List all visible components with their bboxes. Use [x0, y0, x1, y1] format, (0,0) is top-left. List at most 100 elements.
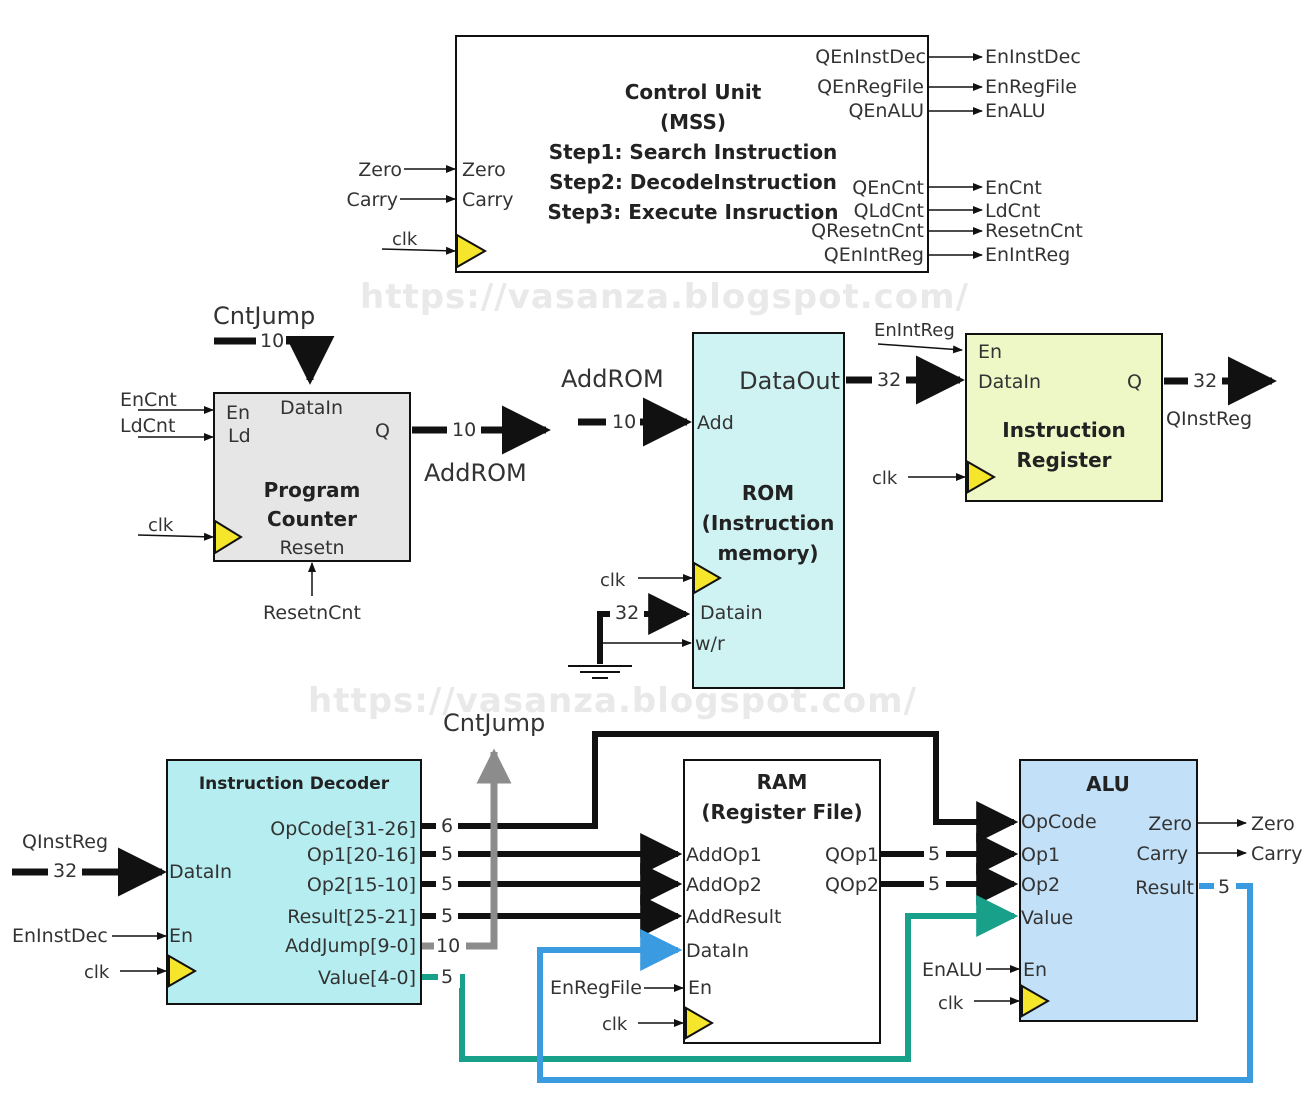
pc-sig-addrom: AddROM: [424, 459, 527, 487]
ram-width-qop1: 5: [928, 843, 940, 865]
rom-port-dataout: DataOut: [739, 367, 840, 395]
alu-in-en: En: [1023, 959, 1047, 981]
id-out-result: Result[25-21]: [287, 906, 416, 928]
alu-block: ALU OpCode Op1 Op2 Value En Zero Carry R…: [922, 759, 1302, 1022]
ram-sig-clk: clk: [602, 1014, 628, 1035]
id-sig-eninstdec: EnInstDec: [12, 925, 108, 947]
cu-port-qldcnt: QLdCnt: [854, 200, 924, 222]
rom-port-datain: Datain: [700, 602, 763, 624]
alu-sig-zero: Zero: [1251, 813, 1295, 835]
ram-in-addresult: AddResult: [686, 906, 782, 928]
rom-title-3: memory): [717, 541, 818, 565]
pc-width-q: 10: [452, 419, 476, 441]
id-sig-clk: clk: [84, 962, 110, 983]
pc-sig-resetncnt: ResetnCnt: [263, 602, 361, 624]
ram-out-qop2: QOp2: [825, 874, 879, 896]
instruction-decoder-block: Instruction Decoder QInstReg 32 DataIn E…: [12, 759, 422, 1005]
ir-width-q: 32: [1193, 370, 1217, 392]
cu-sig-ldcnt: LdCnt: [985, 200, 1040, 222]
cu-port-qenintreg: QEnIntReg: [824, 244, 924, 266]
pc-port-datain: DataIn: [280, 397, 343, 419]
alu-title: ALU: [1086, 772, 1130, 796]
alu-sig-enalu: EnALU: [922, 959, 983, 981]
ir-port-en: En: [978, 341, 1002, 363]
id-width-op2: 5: [441, 873, 453, 895]
pc-port-en: En: [226, 402, 250, 424]
id-out-opcode: OpCode[31-26]: [270, 818, 416, 840]
cu-port-carry: Carry: [462, 189, 513, 211]
pc-title-1: Program: [264, 478, 361, 502]
alu-sig-clk: clk: [938, 993, 964, 1014]
cu-port-zero: Zero: [462, 159, 506, 181]
rom-sig-addrom: AddROM: [561, 365, 664, 393]
pc-port-resetn: Resetn: [279, 537, 344, 559]
alu-width-result: 5: [1218, 876, 1230, 898]
rom-width-add: 10: [612, 411, 636, 433]
alu-sig-carry: Carry: [1251, 843, 1302, 865]
cu-title-2: (MSS): [660, 110, 726, 134]
ram-in-addop1: AddOp1: [686, 844, 762, 866]
pc-sig-cntjump: CntJump: [213, 302, 315, 330]
alu-out-zero: Zero: [1148, 813, 1192, 835]
cu-port-qenalu: QEnALU: [848, 100, 924, 122]
cu-title-1: Control Unit: [625, 80, 762, 104]
id-width-op1: 5: [441, 843, 453, 865]
id-port-datain: DataIn: [169, 861, 232, 883]
pc-sig-encnt: EnCnt: [120, 389, 177, 411]
ram-title-1: RAM: [757, 770, 808, 794]
cu-sig-carry: Carry: [347, 189, 398, 211]
control-unit-block: Control Unit (MSS) Step1: Search Instruc…: [347, 35, 1083, 273]
id-out-op1: Op1[20-16]: [307, 844, 416, 866]
cu-port-qresetncnt: QResetnCnt: [811, 220, 924, 242]
cu-sig-encnt: EnCnt: [985, 177, 1042, 199]
ir-title-2: Register: [1016, 448, 1111, 472]
ram-block: RAM (Register File) AddOp1 AddOp2 AddRes…: [550, 759, 881, 1044]
ir-clock-icon: [967, 460, 997, 494]
id-sig-cntjump: CntJump: [443, 709, 545, 737]
rom-title-2: (Instruction: [702, 511, 835, 535]
pc-width-datain: 10: [260, 330, 284, 352]
rom-block: AddROM 10 Add DataOut ROM (Instruction m…: [561, 332, 965, 689]
id-width-addjump: 10: [436, 935, 460, 957]
cu-sig-clk: clk: [392, 229, 418, 250]
ir-sig-clk: clk: [872, 468, 898, 489]
cu-step1: Step1: Search Instruction: [549, 140, 838, 164]
ir-port-q: Q: [1127, 371, 1142, 393]
alu-clock-icon: [1021, 984, 1051, 1018]
id-width-result: 5: [441, 905, 453, 927]
alu-in-opcode: OpCode: [1021, 811, 1097, 833]
alu-out-carry: Carry: [1137, 843, 1188, 865]
ram-title-2: (Register File): [701, 800, 862, 824]
cu-step2: Step2: DecodeInstruction: [549, 170, 837, 194]
id-width-opcode: 6: [441, 815, 453, 837]
cu-port-qeninstdec: QEnInstDec: [815, 46, 926, 68]
instruction-register-block: EnIntReg En DataIn Q Instruction Registe…: [872, 320, 1277, 502]
pc-clock-icon: [214, 519, 243, 555]
ir-port-datain: DataIn: [978, 371, 1041, 393]
id-port-en: En: [169, 925, 193, 947]
pc-port-ld: Ld: [228, 425, 251, 447]
pc-sig-clk: clk: [148, 515, 174, 536]
id-sig-qinstreg: QInstReg: [22, 831, 108, 853]
bus-wiring: 6 5 5 5 10 5 5 5 5 CntJump: [422, 709, 1253, 1083]
ram-sig-enregfile: EnRegFile: [550, 977, 642, 999]
rom-width-dataout: 32: [877, 369, 901, 391]
cu-sig-enalu: EnALU: [985, 100, 1046, 122]
alu-in-value: Value: [1021, 907, 1073, 929]
id-out-value: Value[4-0]: [318, 967, 416, 989]
ram-clock-icon: [685, 1006, 715, 1040]
cu-sig-eninstdec: EnInstDec: [985, 46, 1081, 68]
cu-port-qenregfile: QEnRegFile: [817, 76, 924, 98]
rom-port-add: Add: [697, 412, 734, 434]
ir-sig-enintreg: EnIntReg: [874, 320, 955, 341]
program-counter-block: CntJump 10 DataIn En Ld EnCnt LdCnt Prog…: [120, 302, 551, 624]
cu-step3: Step3: Execute Insruction: [548, 200, 839, 224]
cu-sig-enregfile: EnRegFile: [985, 76, 1077, 98]
id-width-datain: 32: [53, 860, 77, 882]
ir-sig-qinstreg: QInstReg: [1166, 408, 1252, 430]
id-out-addjump: AddJump[9-0]: [285, 935, 416, 957]
ram-in-en: En: [688, 977, 712, 999]
cu-port-qencnt: QEnCnt: [852, 177, 924, 199]
ram-width-qop2: 5: [928, 873, 940, 895]
